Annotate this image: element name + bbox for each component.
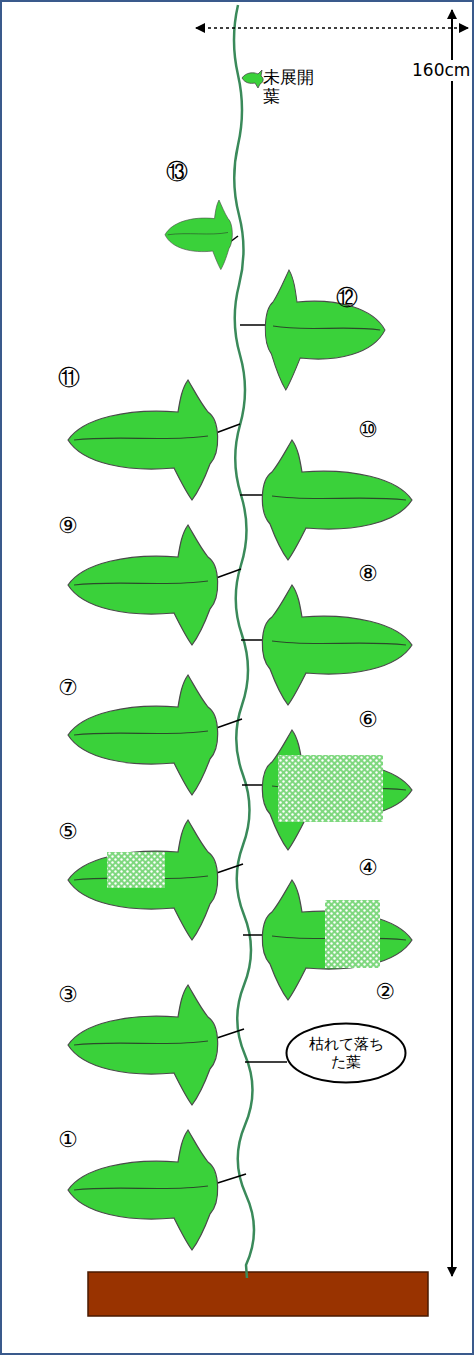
callout-number: ⑩ bbox=[358, 418, 378, 442]
note-label: 未展開葉 bbox=[263, 68, 315, 105]
callout-number: ⑥ bbox=[358, 708, 378, 732]
damage-area bbox=[107, 755, 383, 968]
node-text: 枯れて落ちた葉 bbox=[306, 1035, 386, 1071]
callout-number: ⑦ bbox=[58, 676, 78, 700]
callout-number: ⑤ bbox=[58, 820, 78, 844]
callout-number: ① bbox=[58, 1128, 78, 1152]
ground bbox=[88, 1272, 428, 1316]
callout-number: ④ bbox=[358, 856, 378, 880]
callout-number: ⑬ bbox=[166, 160, 188, 184]
callout-number: ③ bbox=[58, 983, 78, 1007]
fallen-leaf-ellipse: ② 枯れて落ちた葉 bbox=[285, 980, 407, 1084]
callout-number: ⑪ bbox=[58, 366, 80, 390]
callout-number: ⑨ bbox=[58, 514, 78, 538]
dimension-label: 160cm bbox=[410, 60, 472, 81]
callout-number: ⑫ bbox=[336, 286, 358, 310]
dimension-line bbox=[451, 10, 453, 1276]
dimension-line bbox=[196, 27, 468, 29]
callout-number: ② bbox=[285, 980, 407, 1004]
stem bbox=[234, 5, 254, 1278]
callout-number: ⑧ bbox=[358, 562, 378, 586]
leaf-icon bbox=[242, 70, 263, 88]
leaves bbox=[68, 200, 412, 1250]
